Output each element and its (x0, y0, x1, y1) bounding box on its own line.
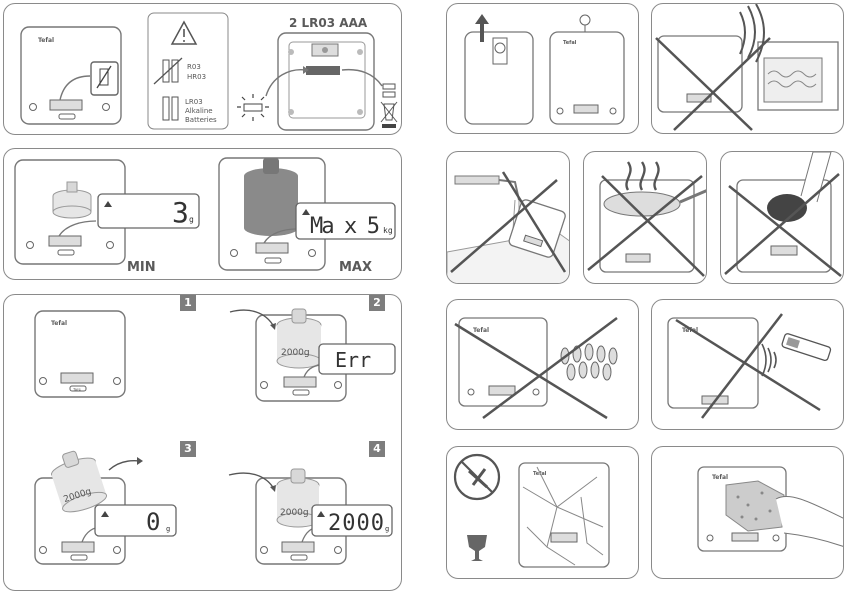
warning-triangle-icon (170, 20, 198, 45)
arrow-up-icon (475, 14, 489, 42)
brand-logo: Tefal (51, 320, 67, 327)
zero-display-value: 0 (146, 508, 160, 536)
battery-icon (99, 68, 109, 86)
svg-text:2000g: 2000g (280, 508, 309, 518)
battery-type-r03: R03 (187, 63, 201, 71)
battery-cover-panel: Tefal (446, 3, 639, 134)
scale-back (277, 32, 375, 131)
battery-icon (162, 59, 170, 83)
zero-display-callout (94, 504, 177, 537)
battery-illustration: Tefal R03 HR03 LR03 Alkaline Batteries 2… (20, 12, 398, 131)
svg-text:Tare: Tare (72, 387, 81, 392)
2000-display-value: 2000 (328, 511, 384, 536)
small-weight (66, 181, 78, 193)
battery-batteries-label: Batteries (185, 116, 217, 124)
step-4-badge: 4 (369, 441, 385, 457)
min-display-callout (97, 193, 200, 229)
err-display-callout (318, 343, 396, 375)
scale-body (20, 26, 122, 125)
min-display-value: 3 (172, 196, 189, 229)
hand-icon (775, 495, 843, 547)
scale-display (49, 99, 83, 111)
brand-logo: Tefal (38, 37, 54, 44)
battery-type-hr03: HR03 (187, 73, 206, 81)
weight-label: 2000g (281, 348, 310, 358)
max-display-unit: kg (383, 226, 393, 235)
scale-display (61, 541, 95, 553)
battery-type-title: 2 LR03 AAA (289, 16, 368, 30)
cleaning-panel: Tefal (651, 446, 844, 579)
no-water-panel (446, 151, 570, 284)
scale-display (255, 242, 289, 254)
no-heat-panel (583, 151, 707, 284)
step-1-badge: 1 (180, 295, 196, 311)
max-display-value: Ma x 5 (310, 214, 380, 239)
battery-alkaline-label: Alkaline (185, 107, 213, 115)
svg-text:Tefal: Tefal (533, 471, 547, 477)
step-2-badge: 2 (369, 295, 385, 311)
max-display-callout (295, 202, 396, 240)
scale-display (48, 235, 82, 247)
max-label: MAX (339, 260, 372, 275)
sponge-icon (725, 480, 785, 532)
zero-display-unit: g (166, 525, 170, 533)
capacity-illustration: 3 g MIN Ma x 5 kg MAX (14, 157, 396, 275)
no-phone-panel: Tefal (651, 299, 844, 430)
no-microwave-panel (651, 3, 844, 134)
scale-body (34, 310, 126, 398)
2000-display-callout (311, 504, 393, 537)
scrub-pad (767, 194, 807, 222)
no-battery-callout (90, 61, 119, 96)
power-button (102, 103, 110, 111)
tare-button (58, 113, 76, 120)
unit-button (29, 103, 37, 111)
scale-display (281, 541, 315, 553)
scale-display (60, 372, 94, 384)
battery-panel: Tefal R03 HR03 LR03 Alkaline Batteries 2… (3, 3, 402, 135)
steps-illustration: Tefal Tare 2000g Err 2000g (34, 308, 396, 565)
battery-type-lr03: LR03 (185, 98, 203, 106)
tare-button (69, 385, 87, 392)
svg-text:Tefal: Tefal (682, 327, 698, 334)
weight (291, 308, 307, 324)
min-display-unit: g (189, 215, 194, 224)
2000-display-unit: g (385, 525, 389, 533)
svg-text:Tefal: Tefal (563, 40, 577, 46)
pointer-line (59, 75, 91, 101)
step-3-badge: 3 (180, 441, 196, 457)
svg-text:Tefal: Tefal (473, 327, 489, 334)
large-weight (244, 220, 298, 236)
err-display-value: Err (335, 348, 371, 372)
capacity-panel: 3 g MIN Ma x 5 kg MAX (3, 148, 402, 280)
svg-text:Tefal: Tefal (712, 474, 728, 481)
fragile-glass-icon (467, 535, 487, 561)
scale-display (283, 376, 317, 388)
steps-panel: 1 2 3 4 Tefal Tare 2000g Err (3, 294, 402, 591)
no-scrub-panel (720, 151, 844, 284)
fragile-panel: Tefal (446, 446, 639, 579)
no-fire-panel: Tefal (446, 299, 639, 430)
min-label: MIN (127, 260, 156, 275)
battery-compartment (306, 66, 340, 75)
recycle-bin-icon (383, 103, 395, 121)
battery-insert-icon (243, 103, 263, 112)
